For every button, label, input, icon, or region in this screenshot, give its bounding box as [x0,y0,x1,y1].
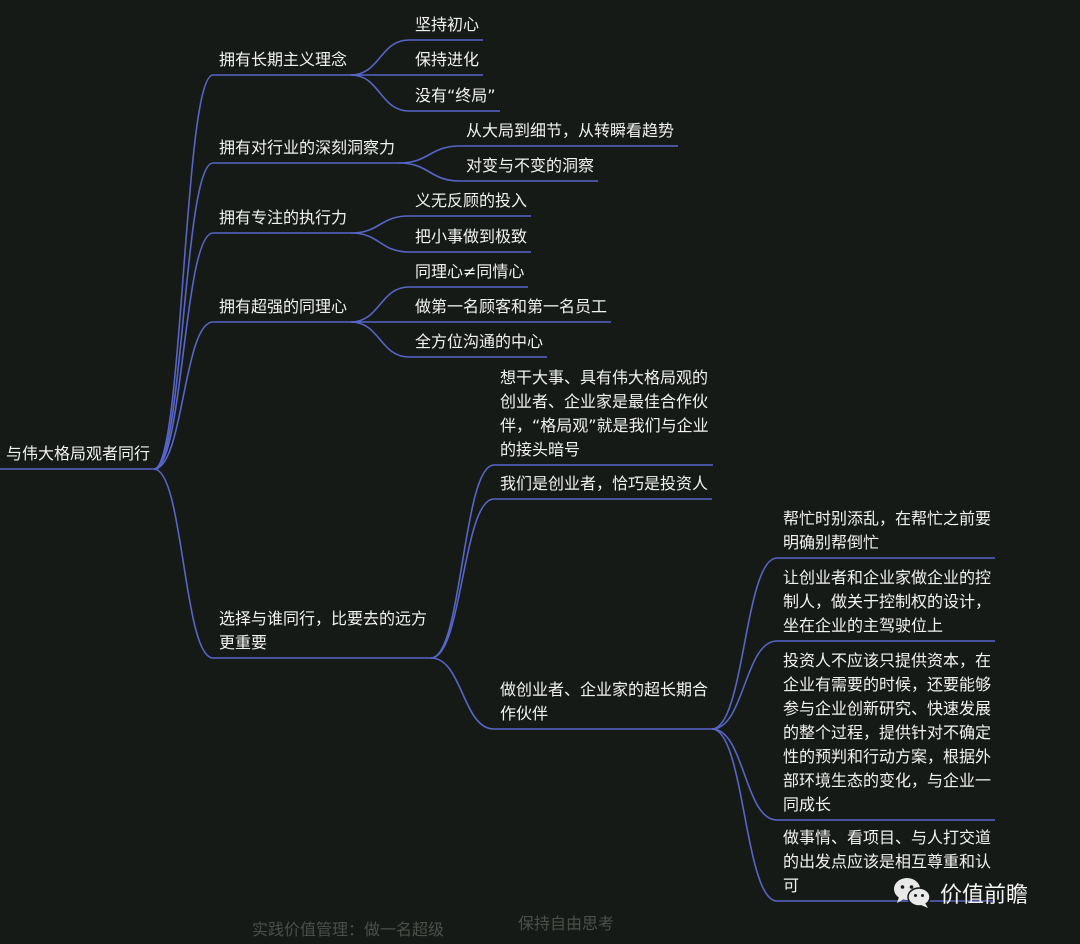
root-node: 与伟大格局观者同行 [6,444,151,463]
leaf-original-aspiration: 坚持初心 [415,15,480,34]
leaf-empathy-vs-sympathy: 同理心≠同情心 [415,262,525,281]
branch-long-termism: 拥有长期主义理念 [219,50,348,69]
branch-choose-partner: 选择与谁同行，比要去的远方 更重要 [219,609,428,652]
leaf-mutual-respect: 做事情、看项目、与人打交道 的出发点应该是相互尊重和认 可 [783,828,992,895]
leaf-big-picture: 从大局到细节，从转瞬看趋势 [466,121,675,140]
leaf-founder-control: 让创业者和企业家做企业的控 制人，做关于控制权的设计， 坐在企业的主驾驶位上 [783,568,992,635]
connector-n-b4c2-n-b4c2g2 [711,728,778,821]
leaf-dont-add-chaos: 帮忙时别添乱，在帮忙之前要 明确别帮倒忙 [783,509,992,552]
leaf-small-things: 把小事做到极致 [415,227,528,246]
leaf-change-insight: 对变与不变的洞察 [466,156,595,175]
branch-long-term-partner: 做创业者、企业家的超长期合 作伙伴 [500,680,709,723]
connector-n-b4-n-b4c0 [430,464,495,659]
connector-n-b2-n-b2c1 [350,232,410,253]
connector-n-b1-n-b1c0 [398,145,461,164]
leaf-communication-center: 全方位沟通的中心 [415,332,544,351]
leaf-full-commitment: 义无反顾的投入 [415,191,528,210]
connector-n-b3-n-b3c2 [350,321,410,358]
connector-n-root-n-b4 [153,468,214,659]
connector-n-b4-n-b4c1 [430,498,495,659]
connector-n-b0-n-b0c0 [350,39,410,76]
connector-n-b1-n-b1c1 [398,162,461,182]
branch-execution: 拥有专注的执行力 [219,208,348,227]
connector-n-b4c2-n-b4c2g3 [711,728,778,902]
leaf-we-are-founders: 我们是创业者，恰巧是投资人 [500,474,709,493]
connector-n-b3-n-b3c0 [350,286,410,323]
leaf-no-endgame: 没有“终局” [415,86,496,105]
connector-n-b4c2-n-b4c2g0 [711,557,778,730]
branch-empathy: 拥有超强的同理心 [219,297,348,316]
leaf-keep-evolving: 保持进化 [415,50,480,69]
leaf-first-customer: 做第一名顾客和第一名员工 [415,297,608,316]
connector-n-b0-n-b0c2 [350,74,410,112]
wechat-icon [894,878,931,908]
brand-logo: 价值前瞻 [892,876,1028,910]
watermark-left: 实践价值管理：做一名超级 [252,920,445,939]
connector-n-root-n-b1 [153,162,214,470]
leaf-big-vision-founders: 想干大事、具有伟大格局观的 创业者、企业家是最佳合作伙 伴，“格局观”就是我们与… [500,368,709,459]
brand-name: 价值前瞻 [940,883,1029,908]
connector-n-b2-n-b2c0 [350,215,410,234]
connector-n-root-n-b0 [153,74,214,470]
branch-industry-insight: 拥有对行业的深刻洞察力 [219,138,396,157]
connector-n-b4c2-n-b4c2g1 [711,640,778,730]
watermark-center: 保持自由思考 [518,914,615,933]
connector-n-b4-n-b4c2 [430,657,495,730]
connector-n-root-n-b2 [153,232,214,470]
leaf-beyond-capital: 投资人不应该只提供资本，在 企业有需要的时候，还要能够 参与企业创新研究、快速发… [783,651,992,814]
connector-n-root-n-b3 [153,321,214,470]
